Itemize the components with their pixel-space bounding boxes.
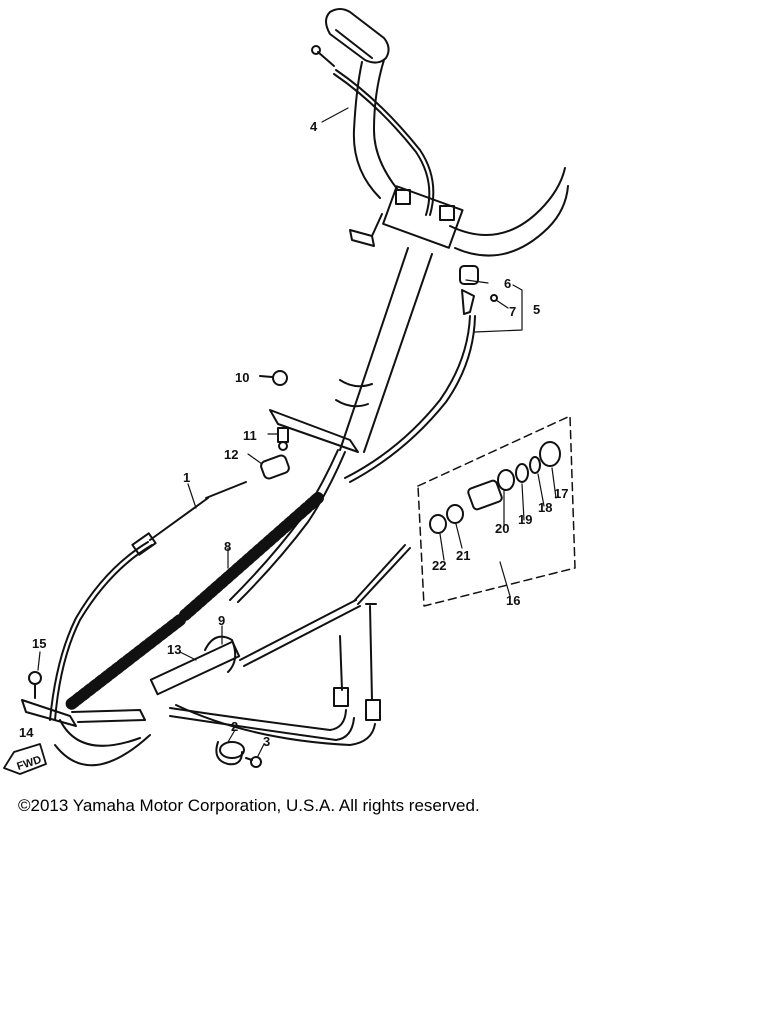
callout-15: 15 (32, 636, 46, 651)
assembly-16-box (417, 415, 576, 607)
callout-13: 13 (167, 642, 181, 657)
cable-5-assembly (344, 265, 498, 483)
callout-4: 4 (310, 119, 318, 134)
callout-2: 2 (231, 719, 238, 734)
handlebar-clamp (349, 185, 464, 249)
clip-9 (204, 635, 237, 673)
callout-11: 11 (243, 428, 257, 443)
callout-14: 14 (19, 725, 34, 740)
callout-1: 1 (183, 470, 190, 485)
spring-rods (333, 603, 381, 721)
fwd-arrow: FWD (3, 743, 47, 775)
cable-lower (54, 704, 376, 767)
callout-16: 16 (506, 593, 520, 608)
callout-19: 19 (518, 512, 532, 527)
handlebar-right (449, 167, 569, 257)
callout-17: 17 (554, 486, 568, 501)
cable-1 (49, 481, 247, 721)
parts-diagram: FWD 1 2 3 4 5 6 7 8 9 10 11 12 13 14 15 … (3, 8, 576, 775)
cable-13 (149, 544, 411, 696)
clip-2 (215, 741, 245, 766)
callout-22: 22 (432, 558, 446, 573)
bolt-11 (277, 427, 289, 451)
callout-9: 9 (218, 613, 225, 628)
callout-8: 8 (224, 539, 231, 554)
bushing-12 (260, 454, 290, 480)
callout-20: 20 (495, 521, 509, 536)
bracket-14 (21, 671, 77, 727)
handlebar-grip (325, 8, 390, 64)
handlebar-left (352, 59, 399, 199)
callout-10: 10 (235, 370, 249, 385)
callout-5: 5 (533, 302, 540, 317)
leader-lines (37, 107, 557, 757)
callout-7: 7 (509, 304, 516, 319)
spiral-wrap-8 (64, 492, 324, 711)
callout-6: 6 (504, 276, 511, 291)
callout-12: 12 (224, 447, 238, 462)
steering-column (269, 247, 433, 453)
callout-21: 21 (456, 548, 470, 563)
callout-3: 3 (263, 734, 270, 749)
nut-10 (259, 370, 288, 386)
callout-18: 18 (538, 500, 552, 515)
cable-4 (311, 45, 435, 216)
copyright-notice: ©2013 Yamaha Motor Corporation, U.S.A. A… (18, 796, 480, 815)
screw-3 (245, 756, 262, 768)
